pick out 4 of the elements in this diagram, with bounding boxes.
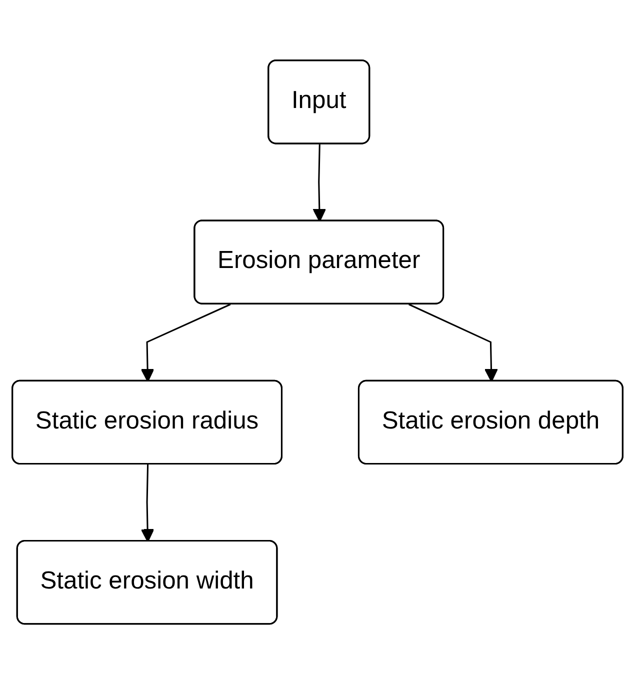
arrow <box>408 304 498 382</box>
arrow <box>140 304 231 382</box>
arrow <box>312 144 326 222</box>
arrow <box>140 464 154 542</box>
